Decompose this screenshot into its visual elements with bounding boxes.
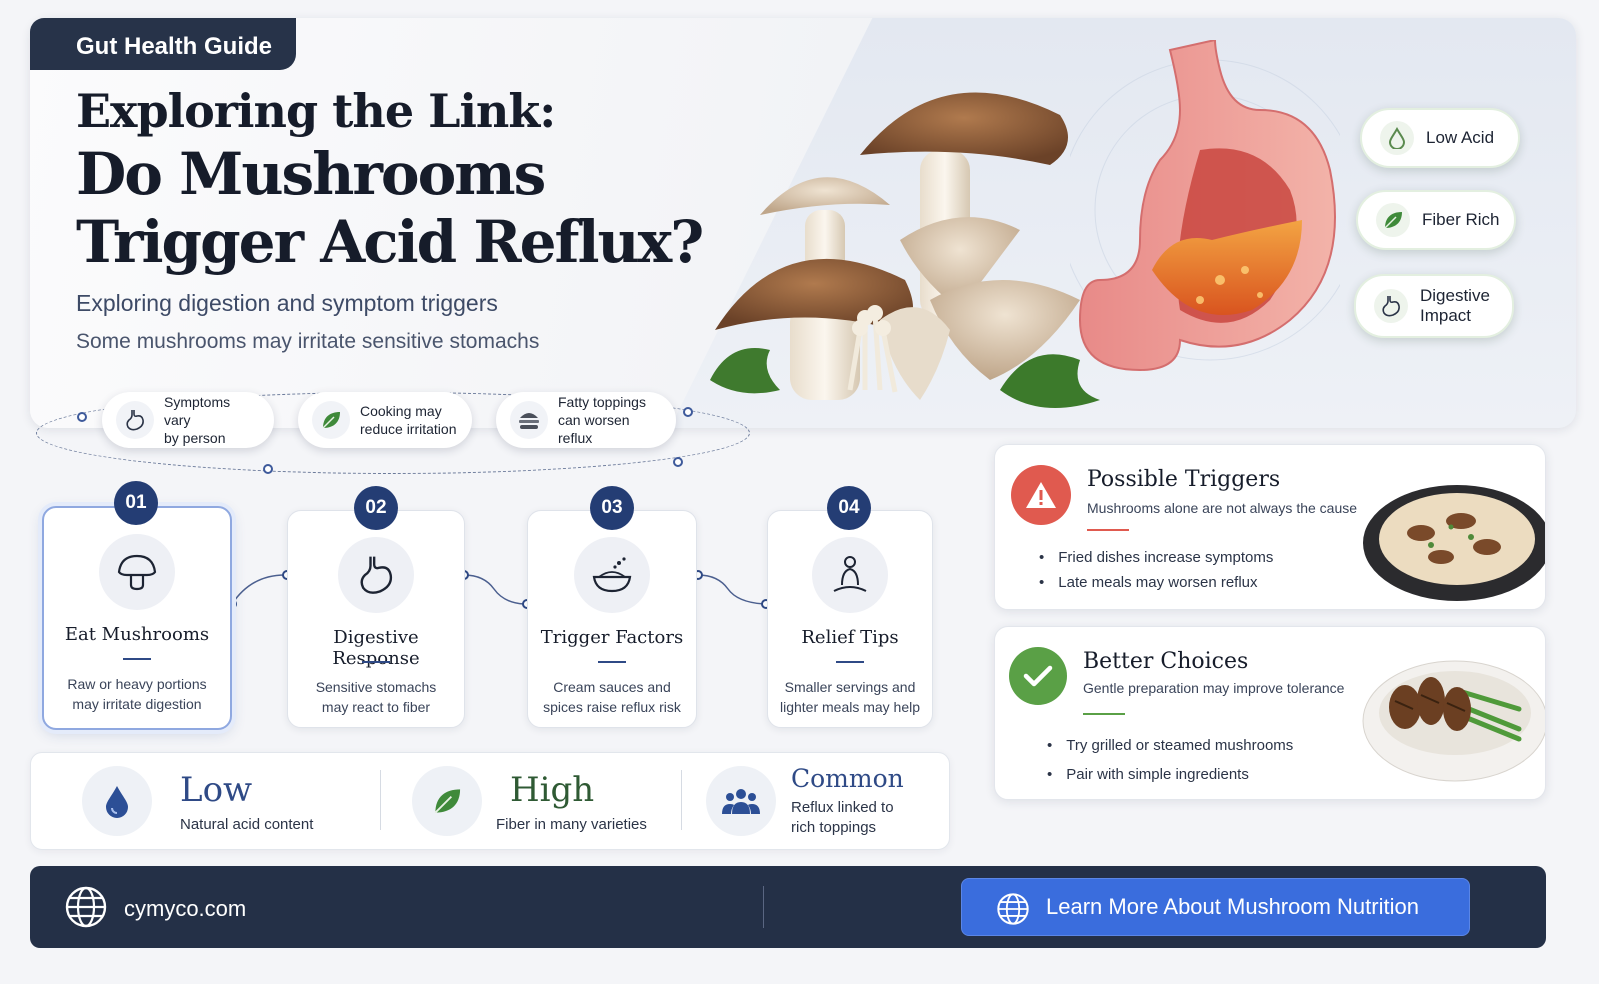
choices-list: Try grilled or steamed mushrooms Pair wi… [1047,737,1293,791]
pill-line-1: Fatty toppings [558,394,646,410]
cta-label: Learn More About Mushroom Nutrition [1046,894,1419,919]
possible-triggers-card: Possible Triggers Mushrooms alone are no… [994,444,1546,610]
card-title: Better Choices [1083,649,1249,674]
pill-line-2: reduce irritation [360,421,457,437]
stomach-icon [116,401,154,439]
list-item: Fried dishes increase symptoms [1039,549,1273,566]
step-title: Trigger Factors [540,627,684,648]
pill-line-1: Cooking may [360,403,442,419]
stomach-icon [1374,289,1408,323]
badge-digestive-impact: Digestive Impact [1354,274,1514,338]
orbit-dot [263,464,273,474]
leaf-icon [1376,203,1410,237]
list-item: Pair with simple ingredients [1047,766,1293,783]
orbit-dot [673,457,683,467]
badge-label: Low Acid [1426,128,1495,147]
badge-label-line-1: Digestive [1420,286,1490,305]
leaf-icon [412,766,482,836]
stomach-icon [338,537,414,613]
burger-icon [510,401,548,439]
warning-icon [1011,465,1071,525]
stomach-illustration [1070,40,1340,372]
better-choices-card: Better Choices Gentle preparation may im… [994,626,1546,800]
title-line-3: Trigger Acid Reflux? [76,208,704,276]
creamy-mushroom-pan-image [1363,485,1545,601]
stat-value: High [510,770,595,810]
pill-line-2: can worsen reflux [558,412,630,446]
globe-icon [997,893,1029,925]
globe-icon [64,885,108,934]
leaf-icon [312,401,350,439]
step-title: Eat Mushrooms [64,624,210,645]
checkmark-icon [1009,647,1067,705]
badge-fiber-rich: Fiber Rich [1356,190,1516,250]
title-line-1: Exploring the Link: [76,84,556,138]
footer-divider [763,886,764,928]
title-line-2: Do Mushrooms [76,140,546,208]
pill-symptoms-vary: Symptoms vary by person [102,392,274,448]
stat-label: Fiber in many varieties [496,816,647,833]
stat-value: Low [180,770,253,810]
card-title: Possible Triggers [1087,467,1281,492]
stat-value: Common [791,764,904,793]
trigger-list: Fried dishes increase symptoms Late meal… [1039,549,1273,599]
bowl-icon [574,537,650,613]
pill-line-2: by person [164,430,226,446]
badge-label-line-2: Impact [1420,306,1472,325]
step-divider [362,661,390,663]
grilled-mushroom-bowl-image [1362,660,1545,782]
card-subtitle: Gentle preparation may improve tolerance [1083,680,1345,696]
mushroom-icon [99,534,175,610]
people-icon [706,766,776,836]
guide-tag: Gut Health Guide [30,18,296,70]
stats-bar [30,752,950,850]
pill-line-1: Symptoms vary [164,394,231,428]
step-divider [123,658,151,660]
stat-label: Natural acid content [180,816,314,833]
step-number: 01 [114,481,158,525]
orbit-dot [683,407,693,417]
drop-icon [82,766,152,836]
pill-cooking: Cooking may reduce irritation [298,392,472,448]
step-number: 02 [354,486,398,530]
step-divider [836,661,864,663]
subtitle: Exploring digestion and symptom triggers [76,290,498,316]
badge-low-acid: Low Acid [1360,108,1520,168]
step-title: Relief Tips [801,627,899,648]
website-link[interactable]: cymyco.com [124,896,247,921]
learn-more-button[interactable]: Learn More About Mushroom Nutrition [961,878,1470,936]
pill-fatty-toppings: Fatty toppings can worsen reflux [496,392,676,448]
list-item: Try grilled or steamed mushrooms [1047,737,1293,754]
divider [681,770,682,830]
step-number: 03 [590,486,634,530]
list-item: Late meals may worsen reflux [1039,574,1273,591]
mushroom-cluster-illustration [710,92,1100,408]
subtitle-secondary: Some mushrooms may irritate sensitive st… [76,330,540,353]
card-subtitle: Mushrooms alone are not always the cause [1087,500,1358,516]
meditation-icon [812,537,888,613]
divider [380,770,381,830]
card-divider [1087,529,1129,531]
badge-label: Fiber Rich [1422,210,1500,229]
step-number: 04 [827,486,871,530]
step-title: Digestive Response [332,627,420,669]
step-divider [598,661,626,663]
drop-icon [1380,121,1414,155]
card-divider [1083,713,1125,715]
orbit-dot [77,412,87,422]
